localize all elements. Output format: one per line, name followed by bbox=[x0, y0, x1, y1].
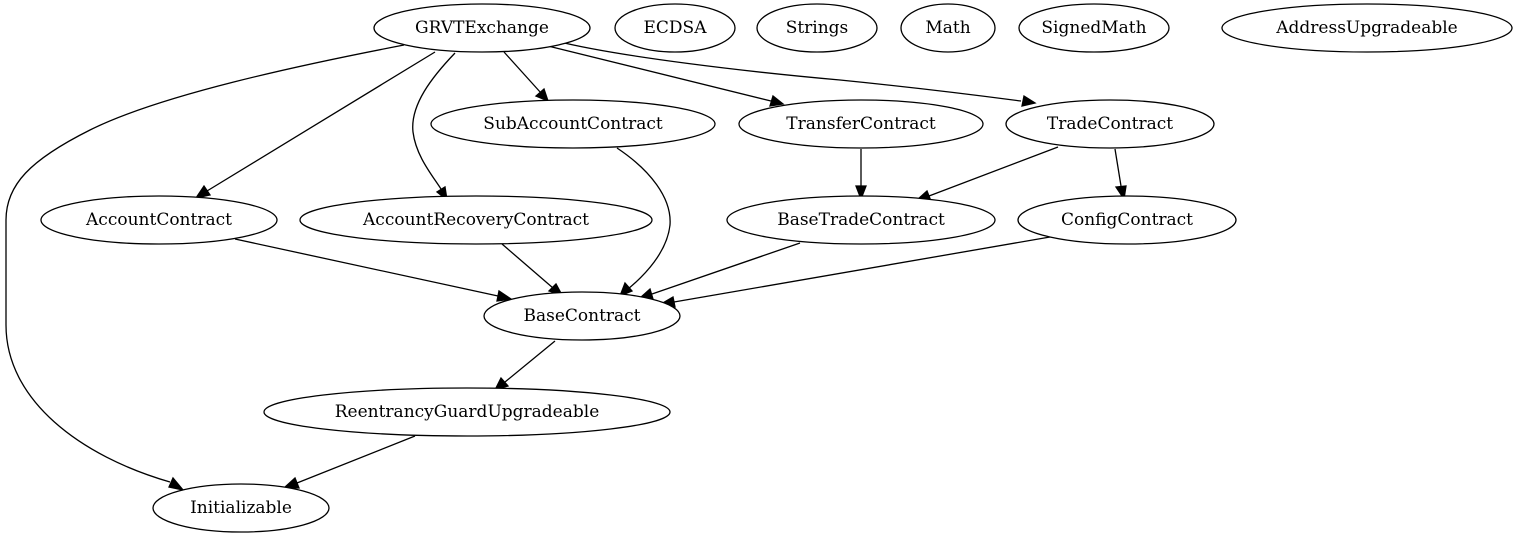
node-addressupgradeable: AddressUpgradeable bbox=[1221, 3, 1513, 53]
edge-reentrancyguardupgradeable-initializable bbox=[282, 435, 416, 489]
node-label: SignedMath bbox=[1041, 18, 1146, 38]
node-accountcontract: AccountContract bbox=[40, 195, 278, 245]
node-ecdsa: ECDSA bbox=[614, 3, 736, 53]
node-reentrancyguardupgradeable: ReentrancyGuardUpgradeable bbox=[263, 387, 671, 437]
node-basetradecontract: BaseTradeContract bbox=[726, 195, 996, 245]
node-label: BaseContract bbox=[523, 306, 640, 326]
edge-layer bbox=[5, 40, 1127, 492]
node-transfercontract: TransferContract bbox=[738, 99, 984, 149]
node-label: Initializable bbox=[190, 498, 292, 518]
node-label: TransferContract bbox=[786, 114, 936, 134]
node-strings: Strings bbox=[756, 3, 878, 53]
node-accountrecoverycontract: AccountRecoveryContract bbox=[299, 195, 653, 245]
node-label: AccountRecoveryContract bbox=[362, 210, 589, 230]
node-label: ConfigContract bbox=[1061, 210, 1193, 230]
node-tradecontract: TradeContract bbox=[1005, 99, 1215, 149]
node-label: BaseTradeContract bbox=[777, 210, 945, 230]
node-subaccountcontract: SubAccountContract bbox=[430, 99, 716, 149]
edge-grvtexchange-transfercontract bbox=[547, 45, 785, 107]
node-label: Math bbox=[925, 18, 970, 38]
node-basecontract: BaseContract bbox=[483, 291, 681, 341]
node-label: ECDSA bbox=[644, 18, 708, 38]
node-signedmath: SignedMath bbox=[1018, 3, 1170, 53]
node-label: GRVTExchange bbox=[415, 18, 549, 38]
node-configcontract: ConfigContract bbox=[1017, 195, 1237, 245]
edge-grvtexchange-tradecontract bbox=[555, 40, 1037, 107]
node-initializable: Initializable bbox=[152, 483, 330, 533]
node-label: AccountContract bbox=[85, 210, 232, 230]
edge-grvtexchange-accountcontract bbox=[194, 51, 436, 199]
edge-basetradecontract-basecontract bbox=[638, 242, 801, 300]
node-layer: GRVTExchange ECDSA Strings Math SignedMa… bbox=[40, 3, 1513, 533]
node-label: Strings bbox=[786, 18, 849, 38]
edge-accountcontract-basecontract bbox=[234, 238, 513, 302]
edge-grvtexchange-subaccountcontract bbox=[503, 51, 550, 103]
node-label: SubAccountContract bbox=[483, 114, 663, 134]
node-label: AddressUpgradeable bbox=[1275, 18, 1458, 38]
edge-transfercontract-basetradecontract bbox=[855, 149, 867, 201]
edge-grvtexchange-initializable bbox=[5, 44, 405, 492]
node-label: TradeContract bbox=[1047, 114, 1173, 134]
node-math: Math bbox=[900, 3, 996, 53]
edge-subaccountcontract-basecontract bbox=[616, 147, 671, 298]
node-grvtexchange: GRVTExchange bbox=[373, 3, 591, 53]
node-label: ReentrancyGuardUpgradeable bbox=[335, 402, 600, 422]
